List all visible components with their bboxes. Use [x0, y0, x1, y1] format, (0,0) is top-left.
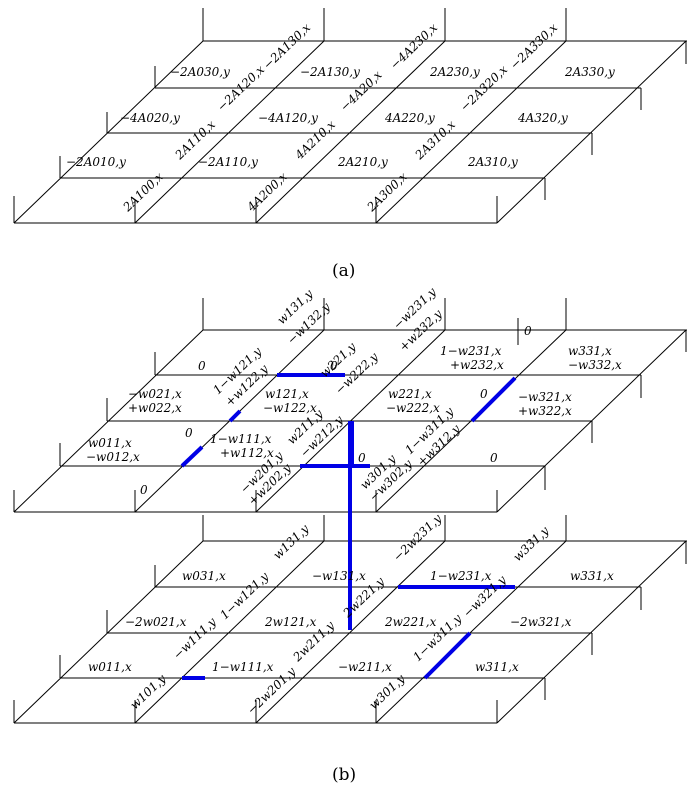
label-b-lower: w311,x	[475, 660, 519, 674]
panel-b-lower: w131,y −2w231,y w331,y w031,x −w131,x 1−…	[13, 421, 687, 785]
label-b-upper: −w012,x	[86, 450, 140, 464]
label-a: 2A300,x	[364, 169, 410, 215]
label-b-zero: 0	[140, 483, 148, 497]
label-a: 2A210,y	[337, 155, 388, 169]
label-b-upper: w011,x	[88, 436, 132, 450]
label-b-lower: −2w321,x	[510, 615, 572, 629]
label-a: −2A010,y	[66, 155, 126, 169]
panel-a: −2A030,y −2A130,y 2A230,y 2A330,y −4A020…	[13, 8, 687, 281]
label-a: 4A220,y	[384, 111, 435, 125]
label-b-zero: 0	[490, 451, 498, 465]
label-a: −4A120,y	[258, 111, 318, 125]
label-b-lower: −w211,x	[338, 660, 392, 674]
label-a: −2A110,y	[198, 155, 258, 169]
label-a: 2A310,y	[467, 155, 518, 169]
label-b-zero: 0	[198, 359, 206, 373]
panel-b-lower-columns	[134, 515, 567, 724]
label-b-lower: w331,y	[510, 524, 551, 565]
label-b-lower: −2w231,y	[390, 511, 444, 564]
label-b-zero: 0	[185, 426, 193, 440]
panel-a-row-labels: −2A030,y −2A130,y 2A230,y 2A330,y −4A020…	[66, 65, 615, 169]
highlight-bond	[228, 409, 242, 423]
caption-a: (a)	[332, 261, 355, 281]
label-b-upper: w221,x	[388, 387, 432, 401]
label-b-upper: −w222,x	[386, 401, 440, 415]
highlight-bond	[423, 631, 472, 680]
label-b-lower: 1−w231,x	[430, 569, 492, 583]
label-b-upper: +w322,x	[518, 404, 572, 418]
label-b-lower: −w131,x	[312, 569, 366, 583]
label-a: −2A130,y	[300, 65, 360, 79]
panel-a-rows	[59, 66, 642, 200]
label-b-lower: w331,x	[570, 569, 614, 583]
label-b-lower: 2w221,x	[384, 615, 437, 629]
label-b-lower: 2w121,x	[264, 615, 317, 629]
label-a: 2A230,y	[429, 65, 480, 79]
label-b-lower: w031,x	[182, 569, 226, 583]
label-b-zero: 0	[358, 451, 366, 465]
label-b-upper: 1−w231,x	[440, 344, 502, 358]
label-b-zero: 0	[480, 387, 488, 401]
label-b-upper: 1−w111,x	[210, 432, 272, 446]
panel-a-outline	[13, 8, 687, 224]
label-a: 2A330,y	[564, 65, 615, 79]
label-a: 4A200,x	[244, 169, 290, 215]
label-a: −2A030,y	[170, 65, 230, 79]
label-b-lower: w011,x	[88, 660, 132, 674]
label-b-upper: −w332,x	[568, 358, 622, 372]
panel-a-columns	[134, 8, 567, 224]
panel-b-upper-labels: 0 −w231,y +w232,y 1−w231,x +w232,x w331,…	[86, 285, 622, 509]
panel-b-lower-highlights	[182, 421, 515, 680]
label-b-upper: w331,x	[568, 344, 612, 358]
label-b-upper: −w321,x	[518, 390, 572, 404]
label-a: 2A100,x	[120, 169, 166, 215]
label-b-lower: w131,y	[270, 522, 311, 563]
label-b-upper: −w021,x	[128, 387, 182, 401]
label-b-upper: +w112,x	[220, 446, 274, 460]
label-a: 4A320,y	[517, 111, 568, 125]
label-b-zero: 0	[330, 359, 338, 373]
highlight-bond	[470, 376, 517, 423]
label-b-upper: +w022,x	[128, 401, 182, 415]
panel-a-diagonal-labels: −2A130,x −4A230,x −2A330,x −2A120,x −4A2…	[120, 20, 561, 214]
label-b-upper: −w122,x	[263, 401, 317, 415]
highlight-bond	[180, 445, 204, 468]
label-b-lower: 1−w111,x	[212, 660, 274, 674]
label-a: −2A330,x	[507, 20, 560, 72]
label-b-upper: w121,x	[265, 387, 309, 401]
label-a: −4A020,y	[120, 111, 180, 125]
label-b-upper: 0	[524, 324, 532, 338]
caption-b: (b)	[332, 765, 356, 785]
label-b-lower: −2w021,x	[125, 615, 187, 629]
label-b-upper: +w232,x	[450, 358, 504, 372]
